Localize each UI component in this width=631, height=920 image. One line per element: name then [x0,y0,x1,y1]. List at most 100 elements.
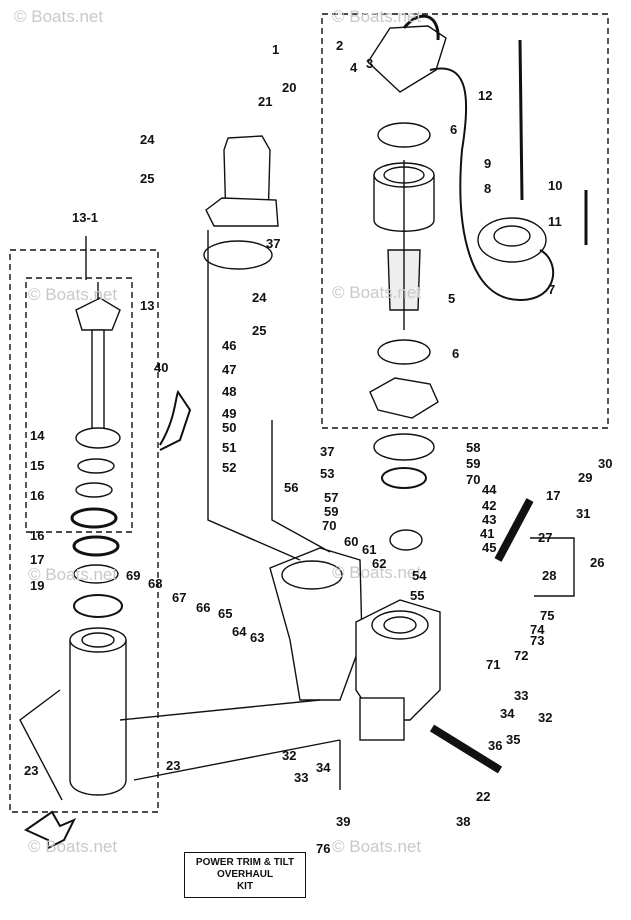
part-label: 22 [476,789,490,804]
part-label: 61 [362,542,376,557]
part-label: 17 [30,552,44,567]
part-label: 11 [548,214,562,229]
part-label: 67 [172,590,186,605]
part-label: 23 [166,758,180,773]
part-label: 58 [466,440,480,455]
part-label: 17 [546,488,560,503]
o-ring-upper [377,122,431,148]
part-label: 12 [478,88,492,103]
part-label: 24 [140,132,155,147]
cylinder-group-box [9,249,159,813]
part-label: 72 [514,648,528,663]
part-label: 39 [336,814,350,829]
part-label: 73 [530,633,544,648]
piston-rod [91,329,105,431]
valve-28 [494,498,534,562]
part-label: 20 [282,80,296,95]
part-label: 66 [196,600,210,615]
part-label: 34 [500,706,515,721]
part-label: 42 [482,498,496,513]
part-label: 6 [450,122,457,137]
part-label: 41 [480,526,494,541]
part-label: 43 [482,512,496,527]
part-label: 59 [466,456,480,471]
gear-53 [381,467,427,489]
part-labels: 1 2 3 4 5 6 6 7 8 9 10 11 12 13 13-1 14 … [24,38,612,856]
o-ring-lower [377,339,431,365]
part-label: 37 [320,444,334,459]
piston [75,427,121,449]
part-label: 33 [294,770,308,785]
kit-label-line: KIT [236,881,254,892]
part-label: 48 [222,384,236,399]
part-label: 2 [336,38,343,53]
o-ring-37-upper [203,240,273,270]
brush-holder [477,217,547,263]
watermark: © Boats.net [28,285,117,304]
part-label: 16 [30,488,44,503]
part-label: 36 [488,738,502,753]
part-label: 40 [154,360,168,375]
part-label: 34 [316,760,331,775]
watermark: © Boats.net [332,283,421,302]
part-label: 21 [258,94,272,109]
pin-22 [429,724,503,774]
part-label: 70 [322,518,336,533]
part-label: 37 [266,236,280,251]
part-label: 65 [218,606,232,621]
kit-label-line: POWER TRIM & TILT [195,857,295,868]
overhaul-kit-label: POWER TRIM & TILT OVERHAUL KIT [184,852,306,898]
part-label: 75 [540,608,554,623]
part-label: 38 [456,814,470,829]
part-label: 29 [578,470,592,485]
part-label: 30 [598,456,612,471]
part-label: 13 [140,298,154,313]
o-ring-37-lower [373,433,435,461]
part-label: 69 [126,568,140,583]
part-label: 64 [232,624,247,639]
part-label: 32 [282,748,296,763]
gear-pump-61 [389,529,423,551]
part-label: 76 [316,841,330,856]
part-label: 74 [530,622,545,637]
kit-label-line: OVERHAUL [216,869,274,880]
watermark: © Boats.net [332,837,421,856]
part-label: 5 [448,291,455,306]
part-label: 10 [548,178,562,193]
part-label: 33 [514,688,528,703]
motor-cable [518,39,524,201]
watermark: © Boats.net [28,837,117,856]
fwd-arrow-icon [23,810,77,850]
watermark: © Boats.net [332,7,421,26]
part-label: 8 [484,181,491,196]
part-label: 44 [482,482,497,497]
part-label: 70 [466,472,480,487]
part-label: 50 [222,420,236,435]
part-label: 3 [366,56,373,71]
part-label: 60 [344,534,358,549]
part-label: 4 [350,60,358,75]
tilt-cylinder [69,640,127,796]
motor-bracket [367,25,447,93]
watermark: © Boats.net [332,563,421,582]
piston-rod-end [75,297,121,331]
part-label: 71 [486,657,500,672]
motor-group-box [321,13,609,429]
tube-40 [159,389,192,451]
part-label: 16 [30,528,44,543]
part-label: 57 [324,490,338,505]
part-label: 25 [140,171,154,186]
part-label: 14 [30,428,45,443]
part-label: 1 [272,42,279,57]
piston-group-box [25,277,133,533]
part-label: 47 [222,362,236,377]
part-label: 19 [30,578,44,593]
part-label: 52 [222,460,236,475]
part-label: 26 [590,555,604,570]
part-label: 23 [24,763,38,778]
part-label: 7 [548,282,555,297]
part-label: 9 [484,156,491,171]
part-label: 56 [284,480,298,495]
